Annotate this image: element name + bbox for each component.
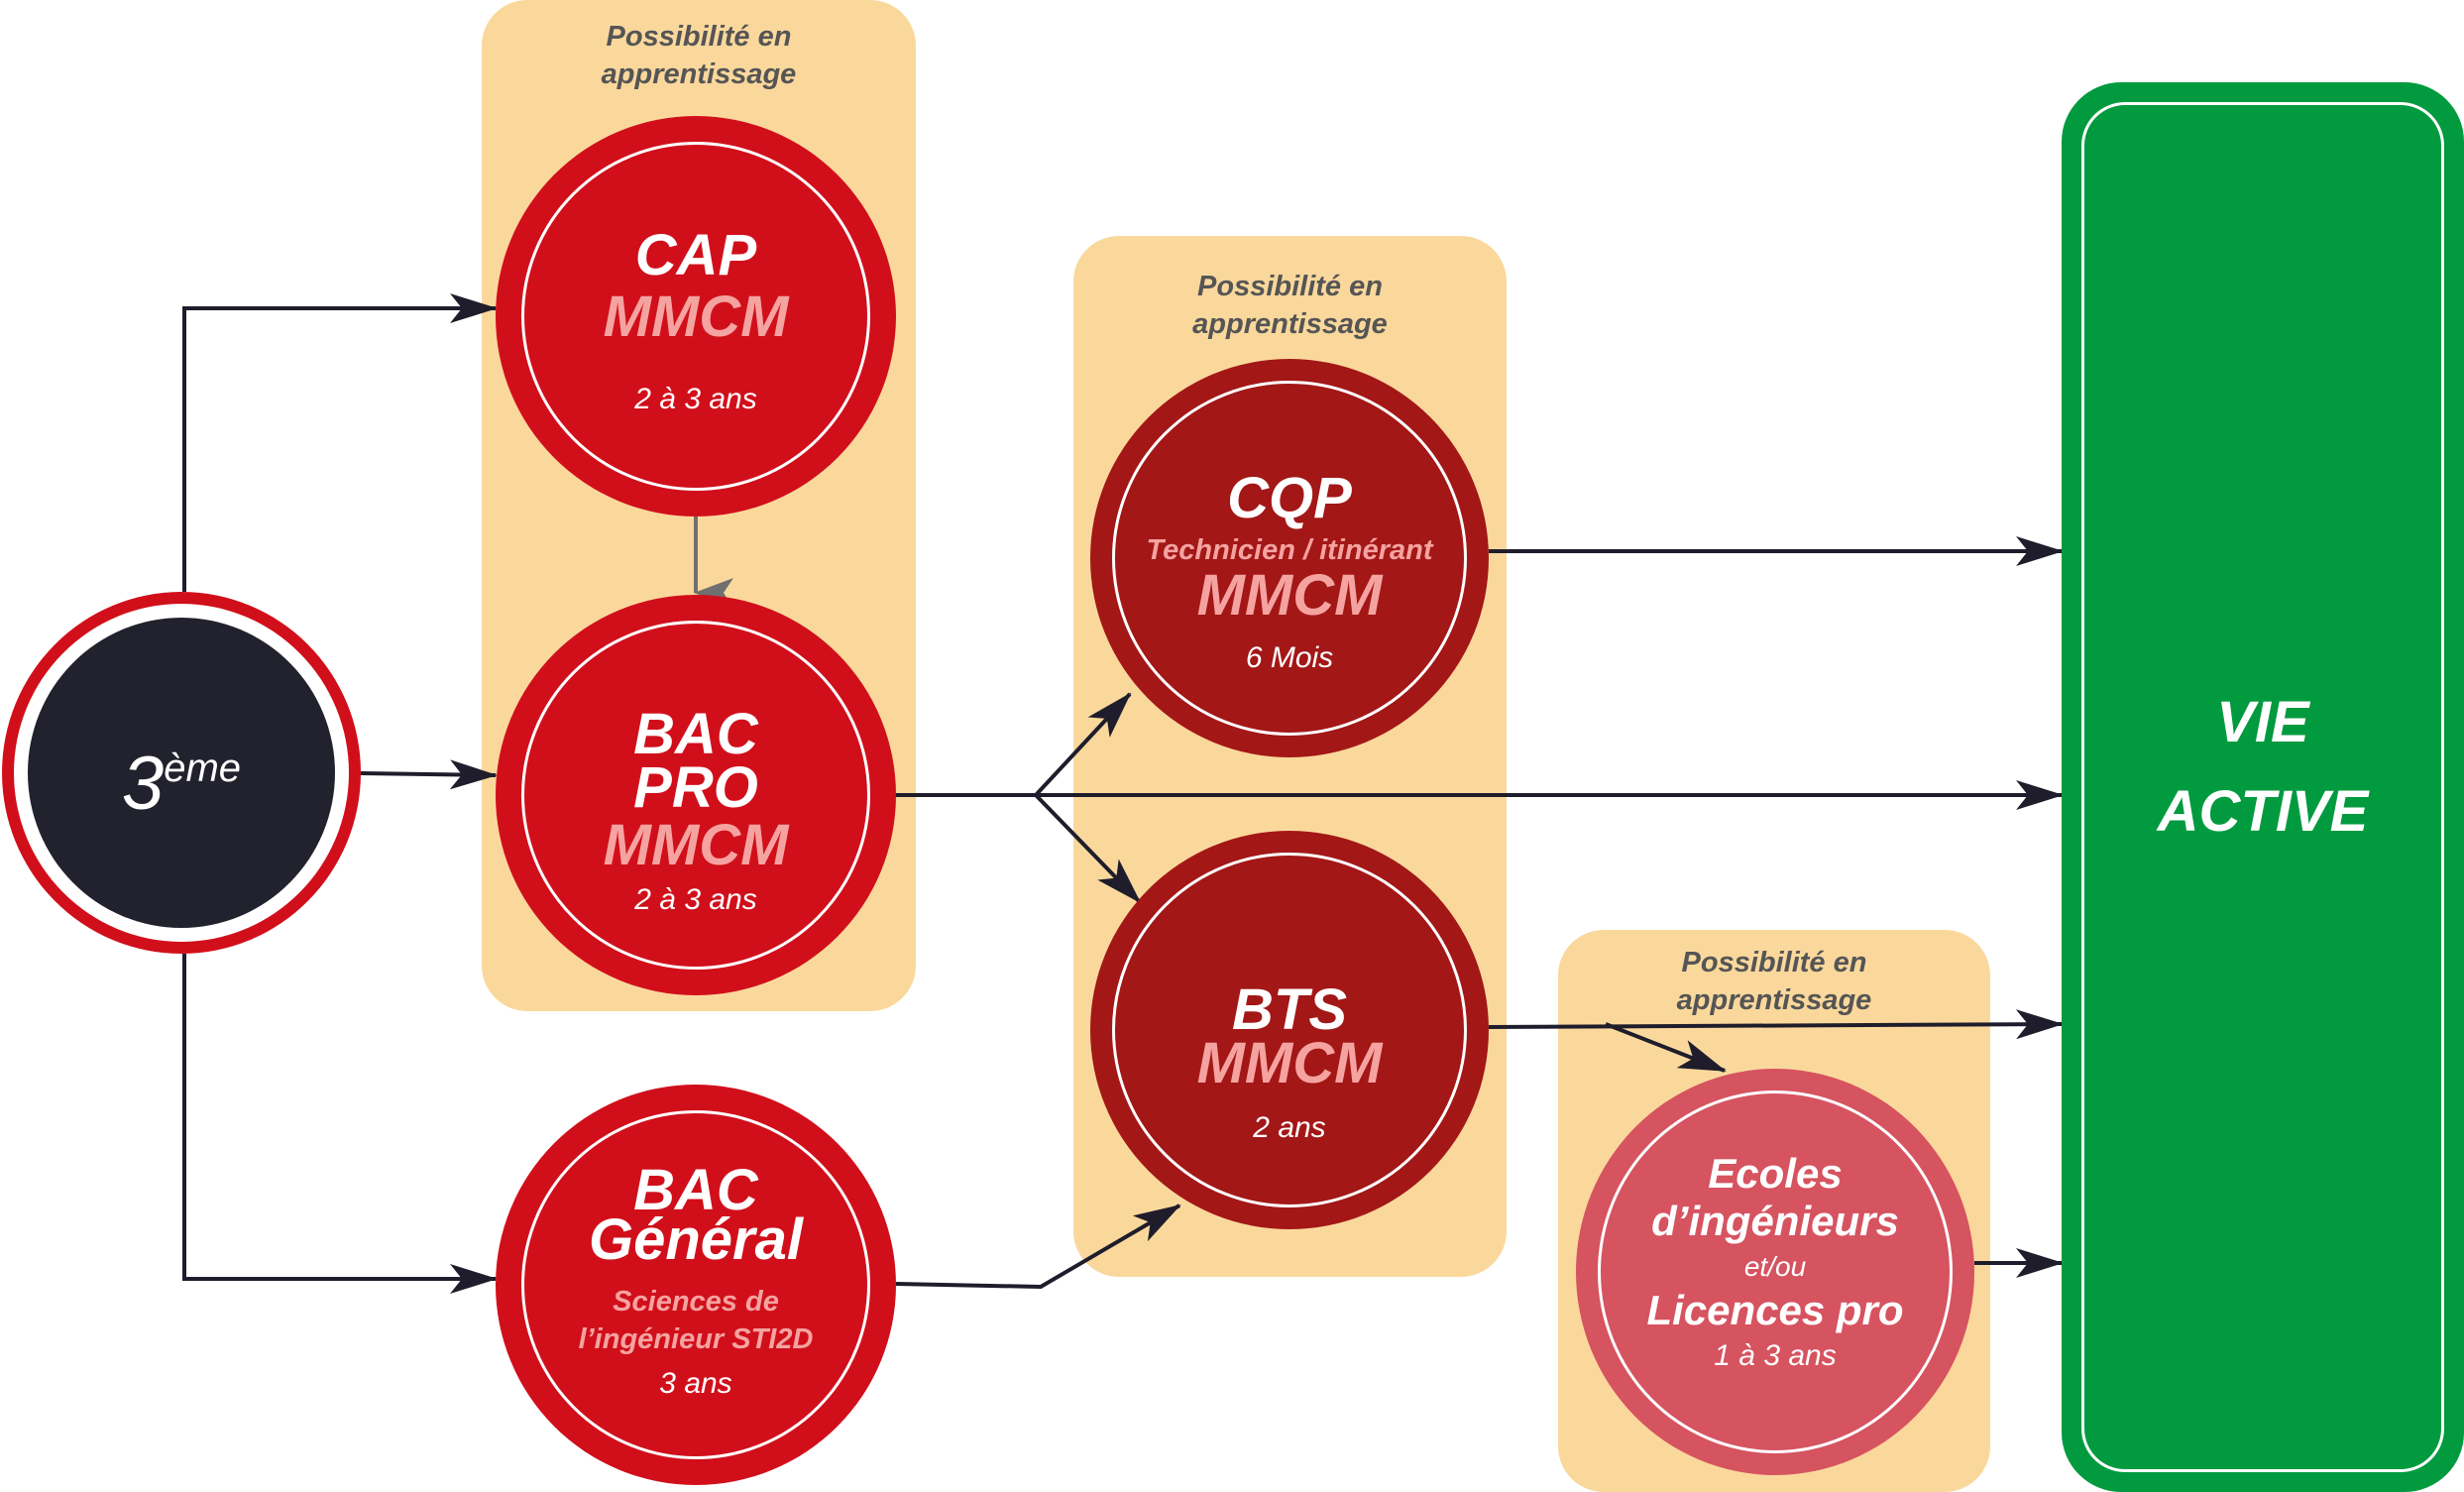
node-3eme[interactable]: 3ème bbox=[2, 592, 361, 954]
vie-active-block[interactable]: VIE ACTIVE bbox=[2062, 82, 2464, 1492]
vie-active-line1: VIE bbox=[2216, 690, 2309, 754]
inner-ring bbox=[2081, 102, 2444, 1472]
node-bac-pro[interactable]: BAC PRO MMCM 2 à 3 ans bbox=[496, 595, 896, 995]
node-cqp-detail: Technicien / itinérant bbox=[1146, 534, 1433, 566]
node-bac-general-title-line1: BAC bbox=[633, 1158, 758, 1222]
node-bts-duration: 2 ans bbox=[1253, 1111, 1326, 1144]
node-bts-title: BTS bbox=[1232, 977, 1347, 1042]
inner-ring bbox=[1598, 1090, 1953, 1453]
panel-label: Possibilité en apprentissage bbox=[601, 21, 797, 90]
arrow-bts-to-vie bbox=[1488, 1009, 2064, 1040]
node-ecoles-line2: d’ingénieurs bbox=[1651, 1198, 1899, 1244]
node-bac-general[interactable]: BAC Général Sciences de l’ingénieur STI2… bbox=[496, 1085, 896, 1485]
node-ecoles-connector: et/ou bbox=[1743, 1251, 1807, 1282]
node-bac-pro-title-line1: BAC bbox=[633, 702, 758, 766]
node-cap[interactable]: CAP MMCM 2 à 3 ans bbox=[496, 116, 896, 516]
inner-ring bbox=[1112, 381, 1467, 736]
node-bts[interactable]: BTS MMCM 2 ans bbox=[1090, 831, 1489, 1229]
inner-ring bbox=[521, 142, 870, 491]
node-3eme-superscript: ème bbox=[164, 746, 242, 790]
node-bac-general-detail-line2: l’ingénieur STI2D bbox=[578, 1323, 814, 1355]
node-ecoles-line1: Ecoles bbox=[1708, 1150, 1843, 1197]
node-bac-pro-subtitle: MMCM bbox=[603, 813, 789, 877]
arrow-bacpro-to-cqp bbox=[1034, 692, 1132, 797]
node-bts-subtitle: MMCM bbox=[1196, 1031, 1383, 1095]
node-bac-general-duration: 3 ans bbox=[659, 1367, 732, 1400]
node-ecoles-line3: Licences pro bbox=[1646, 1287, 1904, 1333]
node-cap-duration: 2 à 3 ans bbox=[634, 383, 757, 415]
node-cqp-duration: 6 Mois bbox=[1245, 641, 1334, 674]
arrow-3eme-to-cap bbox=[182, 293, 498, 592]
node-cqp-subtitle: MMCM bbox=[1196, 563, 1383, 628]
node-3eme-label: 3ème bbox=[2, 729, 361, 824]
arrow-bacgeneral-to-bts bbox=[895, 1204, 1181, 1290]
node-cap-title: CAP bbox=[634, 223, 757, 287]
node-cap-subtitle: MMCM bbox=[603, 285, 789, 349]
inner-ring bbox=[521, 621, 870, 970]
vie-active-line2: ACTIVE bbox=[2157, 779, 2369, 844]
node-cqp-title: CQP bbox=[1227, 466, 1352, 530]
arrow-bacpro-to-bts bbox=[1034, 793, 1142, 904]
inner-ring bbox=[1112, 853, 1467, 1207]
node-bac-pro-title-line2: PRO bbox=[633, 755, 758, 820]
node-bac-general-detail-line1: Sciences de bbox=[613, 1286, 779, 1318]
node-ecoles-licences[interactable]: Ecoles d’ingénieurs et/ou Licences pro 1… bbox=[1576, 1069, 1974, 1475]
arrow-3eme-to-bacpro bbox=[360, 759, 498, 790]
arrow-bts-to-ecoles bbox=[1605, 1022, 1727, 1073]
node-bac-general-title-line2: Général bbox=[589, 1207, 803, 1272]
inner-ring bbox=[521, 1110, 870, 1459]
panel-label: Possibilité en apprentissage bbox=[1192, 271, 1388, 340]
arrow-3eme-to-bacgeneral bbox=[182, 954, 498, 1294]
node-ecoles-duration: 1 à 3 ans bbox=[1714, 1339, 1837, 1372]
node-bac-pro-duration: 2 à 3 ans bbox=[634, 883, 757, 916]
node-cqp[interactable]: CQP Technicien / itinérant MMCM 6 Mois bbox=[1090, 359, 1489, 757]
node-3eme-number: 3 bbox=[121, 742, 165, 826]
panel-label: Possibilité en apprentissage bbox=[1676, 947, 1872, 1016]
node-3eme-core bbox=[28, 618, 335, 928]
